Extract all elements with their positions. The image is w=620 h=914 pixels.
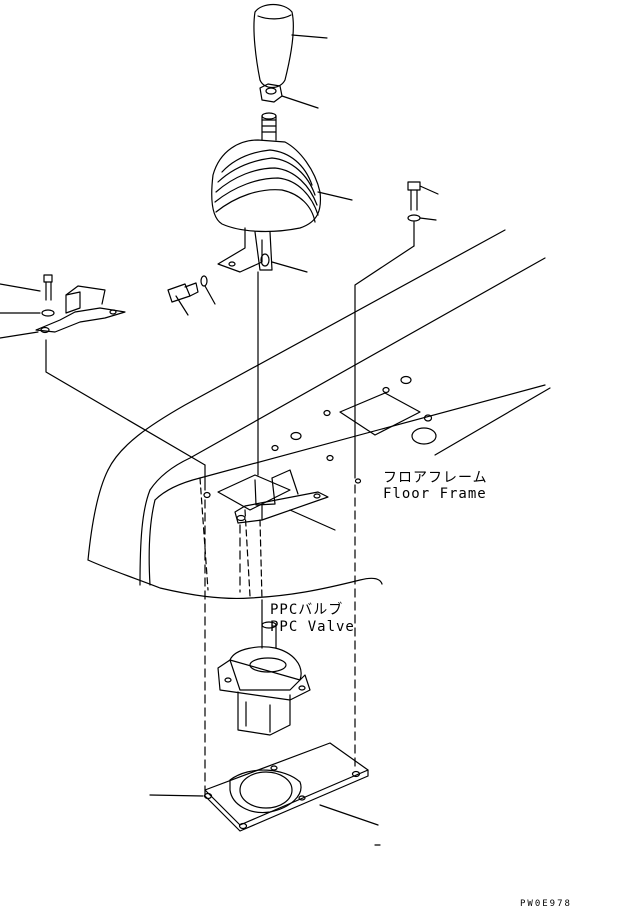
assembly-lines <box>46 246 414 790</box>
floor-frame <box>88 230 550 600</box>
lock-nut <box>260 84 318 108</box>
lever-bracket <box>218 228 307 272</box>
lever-knob <box>254 5 327 88</box>
floor-bracket <box>235 470 335 530</box>
floor-frame-label-en: Floor Frame <box>383 486 487 502</box>
drawing-code: PW0E978 <box>520 899 572 909</box>
right-bolt <box>408 182 438 246</box>
ppc-valve-label-jp: PPCバルブ <box>270 602 344 618</box>
lever-stem <box>262 113 276 140</box>
left-bracket <box>0 275 125 338</box>
base-plate <box>150 743 380 845</box>
floor-frame-label-jp: フロアフレーム <box>383 470 488 486</box>
rubber-boot <box>212 140 352 231</box>
ppc-valve-label-en: PPC Valve <box>270 619 355 635</box>
side-bolt <box>168 276 215 315</box>
ppc-valve <box>218 622 310 735</box>
